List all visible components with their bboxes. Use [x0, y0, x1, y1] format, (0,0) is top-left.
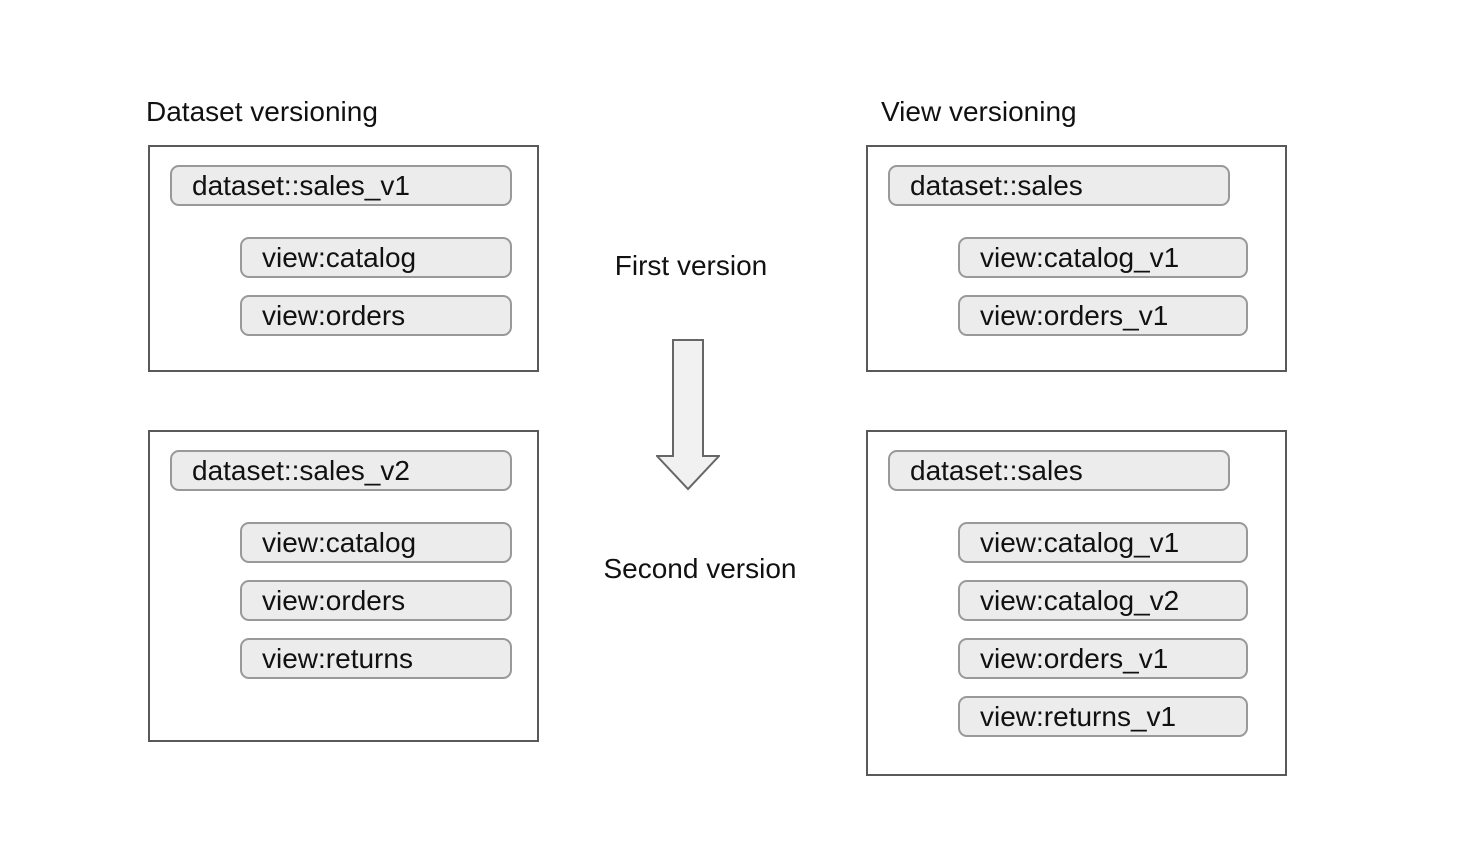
view-pill: view:returns: [240, 638, 512, 679]
view-pill: view:catalog: [240, 522, 512, 563]
dataset-pill: dataset::sales_v1: [170, 165, 512, 206]
view-pill-list: view:catalog_v1 view:catalog_v2 view:order…: [958, 522, 1285, 737]
dataset-pill: dataset::sales_v2: [170, 450, 512, 491]
view-pill: view:returns_v1: [958, 696, 1248, 737]
dataset-pill: dataset::sales: [888, 165, 1230, 206]
dataset-pill: dataset::sales: [888, 450, 1230, 491]
view-pill: view:orders: [240, 295, 512, 336]
view-pill: view:catalog_v1: [958, 522, 1248, 563]
view-pill: view:catalog_v2: [958, 580, 1248, 621]
view-pill: view:catalog_v1: [958, 237, 1248, 278]
first-version-label: First version: [614, 250, 768, 281]
view-pill-list: view:catalog view:orders: [240, 237, 537, 336]
view-versioning-heading: View versioning: [881, 96, 1077, 127]
view-pill-list: view:catalog view:orders view:returns: [240, 522, 537, 679]
second-version-label: Second version: [603, 553, 797, 584]
down-arrow-icon: [656, 339, 720, 491]
view-pill: view:orders_v1: [958, 638, 1248, 679]
view-pill: view:orders: [240, 580, 512, 621]
view-pill: view:catalog: [240, 237, 512, 278]
view-pill: view:orders_v1: [958, 295, 1248, 336]
view-pill-list: view:catalog_v1 view:orders_v1: [958, 237, 1285, 336]
dataset-versioning-heading: Dataset versioning: [146, 96, 378, 127]
